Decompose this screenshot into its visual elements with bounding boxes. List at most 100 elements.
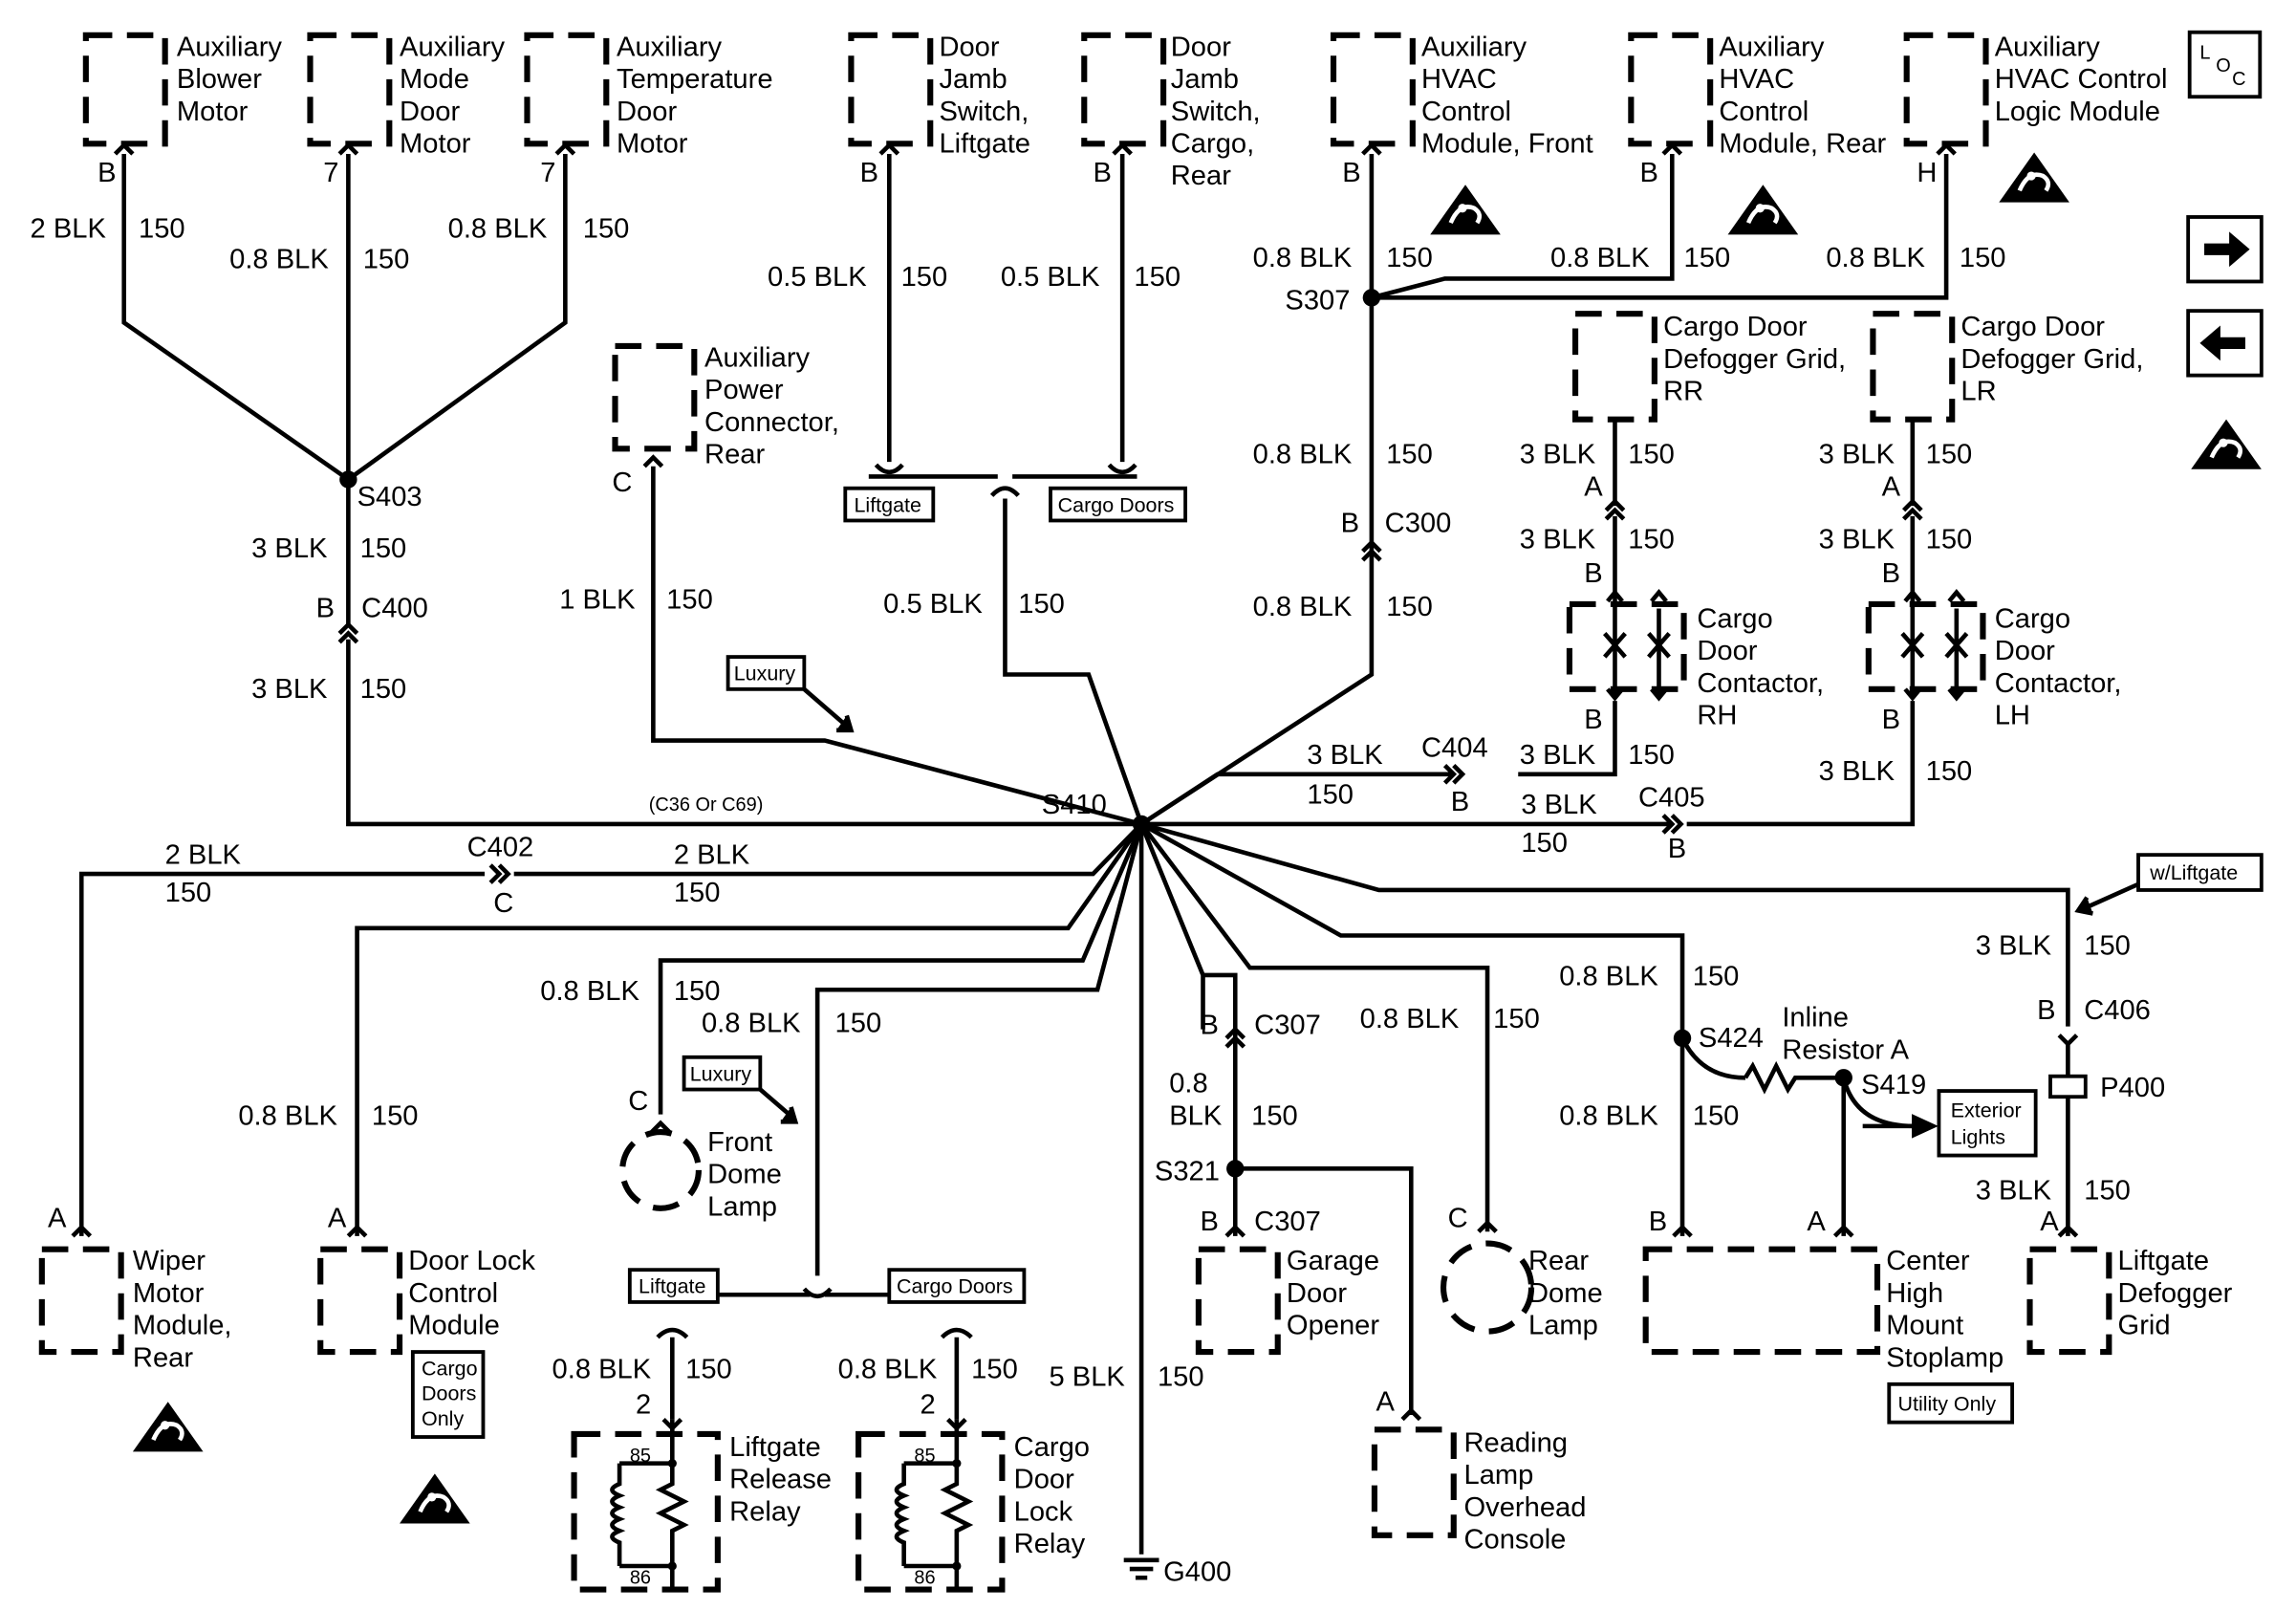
box-door-lock-module — [317, 1246, 403, 1356]
svg-text:150: 150 — [674, 976, 721, 1007]
box-garage-door — [1195, 1246, 1281, 1356]
svg-text:A: A — [1807, 1207, 1826, 1237]
p400-symbol — [2048, 1074, 2088, 1099]
svg-text:3 BLK: 3 BLK — [1307, 740, 1383, 771]
svg-text:0.8: 0.8 — [1169, 1069, 1208, 1099]
box-door-jamb-liftgate — [848, 32, 934, 147]
box-liftgate-defogger — [2026, 1246, 2112, 1356]
svg-text:7: 7 — [323, 158, 338, 188]
svg-text:B: B — [860, 158, 878, 188]
svg-text:0.5 BLK: 0.5 BLK — [768, 262, 867, 293]
option-tags: Liftgate Cargo Doors Luxury Luxury Liftg… — [410, 486, 2264, 1439]
box-aux-power-connector — [612, 342, 698, 452]
svg-text:B: B — [1200, 1207, 1218, 1237]
svg-text:150: 150 — [1386, 440, 1433, 470]
svg-text:B: B — [316, 594, 335, 624]
svg-text:C307: C307 — [1254, 1010, 1321, 1040]
svg-text:2: 2 — [921, 1389, 936, 1420]
splice-s410 — [1132, 815, 1151, 834]
svg-text:0.8 BLK: 0.8 BLK — [1253, 243, 1353, 273]
tag-cargo-doors-2: Cargo Doors — [887, 1268, 1027, 1304]
svg-text:150: 150 — [1134, 262, 1180, 293]
front-dome-lamp-bulb — [619, 1128, 702, 1211]
svg-text:150: 150 — [1926, 440, 1973, 470]
svg-text:C402: C402 — [467, 833, 534, 863]
rear-dome-lamp-bulb — [1440, 1240, 1535, 1335]
loc-button[interactable]: L O C — [2187, 30, 2263, 99]
svg-text:3 BLK: 3 BLK — [1520, 525, 1596, 555]
esd-warning-icon — [400, 1473, 470, 1523]
svg-text:150: 150 — [372, 1100, 419, 1131]
svg-text:L: L — [2199, 42, 2210, 63]
svg-text:0.8 BLK: 0.8 BLK — [1559, 962, 1658, 992]
svg-text:150: 150 — [1158, 1361, 1204, 1392]
svg-text:A: A — [2040, 1207, 2059, 1237]
svg-text:150: 150 — [674, 878, 721, 908]
svg-text:B: B — [1341, 509, 1359, 539]
svg-text:0.5 BLK: 0.5 BLK — [1001, 262, 1100, 293]
box-chmsl — [1642, 1246, 1881, 1356]
svg-text:150: 150 — [2084, 1176, 2131, 1207]
svg-text:3 BLK: 3 BLK — [251, 533, 328, 564]
svg-text:B: B — [97, 158, 116, 188]
box-aux-temp-door — [524, 32, 610, 147]
svg-text:B: B — [1451, 787, 1469, 817]
tag-utility-only: Utility Only — [1887, 1382, 2015, 1425]
box-door-jamb-cargo — [1081, 32, 1167, 147]
svg-text:A: A — [1375, 1386, 1395, 1417]
svg-text:3 BLK: 3 BLK — [251, 674, 328, 705]
box-wiper-motor — [38, 1246, 124, 1356]
svg-text:C: C — [2232, 69, 2245, 90]
arrow-left-icon — [2199, 325, 2245, 361]
box-defogger-rr — [1572, 311, 1657, 423]
box-contactor-rh — [1566, 600, 1687, 692]
svg-text:w/Liftgate: w/Liftgate — [2149, 861, 2238, 884]
svg-text:C: C — [628, 1086, 648, 1117]
svg-text:150: 150 — [835, 1009, 882, 1039]
svg-text:Luxury: Luxury — [690, 1062, 752, 1085]
svg-text:3 BLK: 3 BLK — [1521, 790, 1597, 820]
svg-text:85: 85 — [914, 1446, 935, 1467]
svg-text:S403: S403 — [357, 482, 422, 512]
previous-page-button[interactable] — [2186, 309, 2264, 378]
svg-text:150: 150 — [363, 245, 410, 275]
relay-internals — [610, 1419, 974, 1590]
svg-text:Liftgate: Liftgate — [854, 493, 921, 516]
svg-text:G400: G400 — [1163, 1556, 1231, 1587]
svg-text:150: 150 — [360, 533, 407, 564]
svg-text:0.8 BLK: 0.8 BLK — [552, 1355, 652, 1385]
svg-text:S410: S410 — [1042, 790, 1107, 820]
svg-text:B: B — [1584, 558, 1602, 589]
svg-text:150: 150 — [1386, 592, 1433, 622]
svg-text:(C36 Or C69): (C36 Or C69) — [649, 794, 764, 816]
tag-liftgate-2: Liftgate — [627, 1268, 720, 1304]
tag-luxury-2: Luxury — [682, 1055, 763, 1092]
svg-text:85: 85 — [630, 1446, 651, 1467]
svg-text:A: A — [328, 1204, 347, 1234]
esd-warning-icon — [1728, 185, 1799, 234]
svg-text:150: 150 — [1307, 779, 1354, 810]
svg-text:1 BLK: 1 BLK — [559, 584, 636, 615]
svg-text:150: 150 — [2084, 930, 2131, 961]
svg-text:150: 150 — [1628, 525, 1675, 555]
box-defogger-lr — [1870, 311, 1956, 423]
next-page-button[interactable] — [2186, 215, 2264, 284]
svg-text:Liftgate: Liftgate — [639, 1275, 705, 1298]
box-cargo-lock-relay — [856, 1430, 1006, 1593]
svg-text:0.8 BLK: 0.8 BLK — [1559, 1100, 1658, 1131]
svg-text:86: 86 — [630, 1567, 651, 1588]
svg-text:C: C — [1448, 1204, 1468, 1234]
